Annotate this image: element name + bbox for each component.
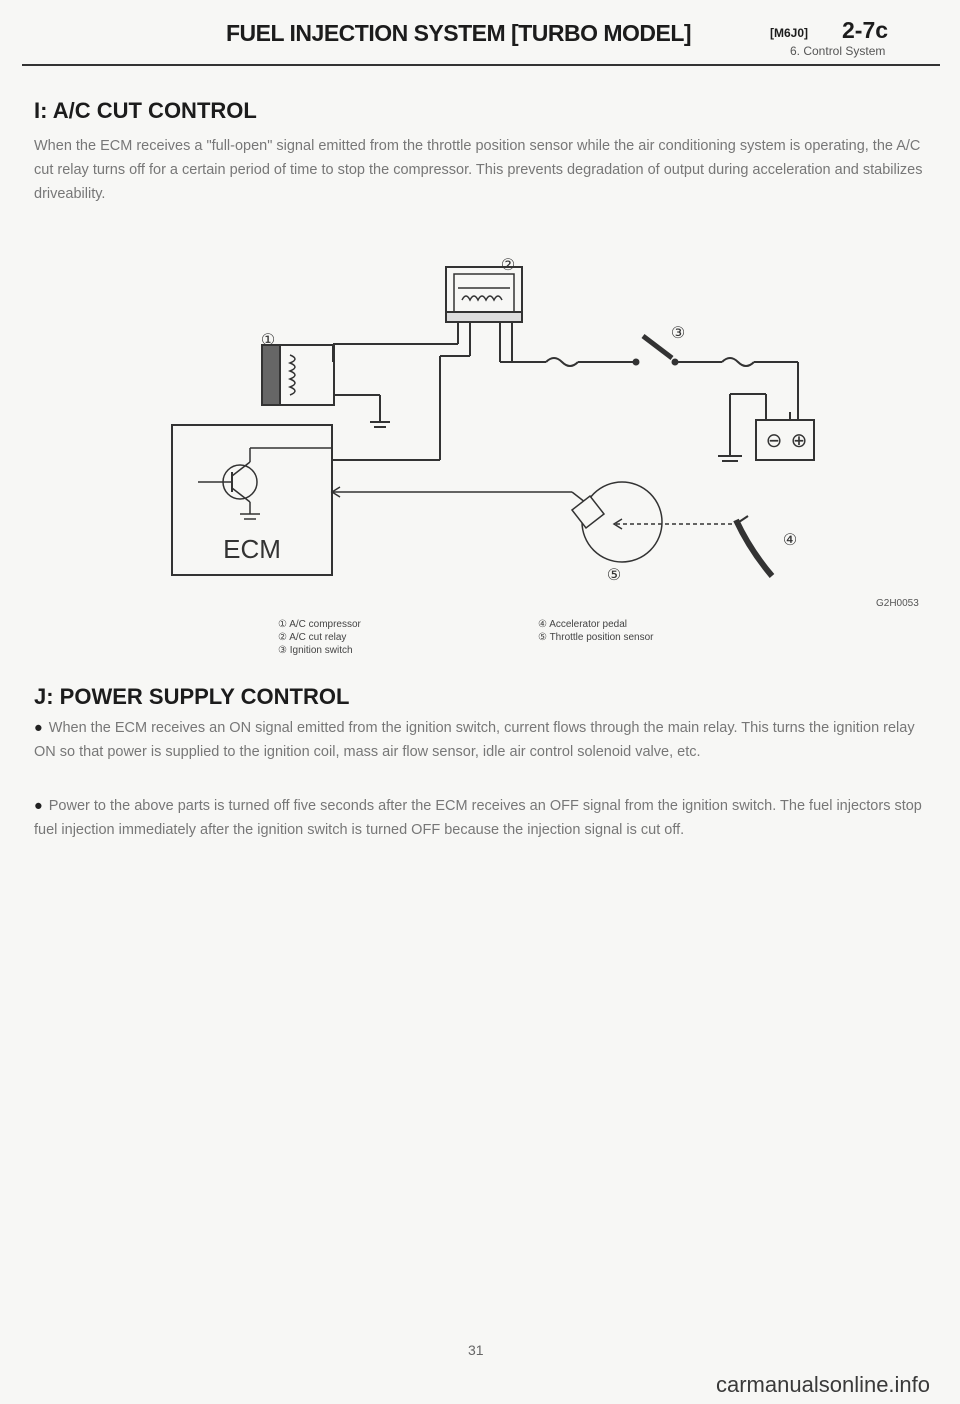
ac-cut-wiring-diagram: ① ② ③ ④ ⑤ ECM ⊖ ⊕ <box>171 257 815 584</box>
bullet-text: When the ECM receives an ON signal emitt… <box>34 720 915 760</box>
diagram-legend-right: ④ Accelerator pedal ⑤ Throttle position … <box>538 618 654 644</box>
compressor-clutch-coil-icon <box>287 354 296 396</box>
battery-minus: ⊖ <box>766 430 783 452</box>
section-heading-power-supply: J: POWER SUPPLY CONTROL <box>34 684 350 709</box>
ecm-label: ECM <box>223 534 281 564</box>
header-page-ref: 2-7c <box>842 17 889 43</box>
battery-plus: ⊕ <box>791 430 808 452</box>
callout-2: ② <box>501 257 515 274</box>
section-paragraph-ac-cut: When the ECM receives a "full-open" sign… <box>34 138 923 202</box>
watermark: carmanualsonline.info <box>716 1372 931 1397</box>
callout-4: ④ <box>783 532 797 549</box>
bullet-text: Power to the above parts is turned off f… <box>34 798 922 838</box>
ignition-switch-icon <box>641 334 674 360</box>
battery-box <box>755 419 815 461</box>
section-heading-ac-cut: I: A/C CUT CONTROL <box>34 98 257 123</box>
callout-5: ⑤ <box>607 567 621 584</box>
accelerator-pedal-icon <box>733 518 775 578</box>
diagram-legend-left: ① A/C compressor ② A/C cut relay ③ Ignit… <box>278 618 361 657</box>
legend-item: ③ Ignition switch <box>278 645 353 656</box>
bullet-item: ●Power to the above parts is turned off … <box>34 794 932 842</box>
ecm-box <box>171 424 333 576</box>
figure-code: G2H0053 <box>876 598 919 609</box>
header-code: [M6J0] <box>770 26 809 40</box>
callout-1: ① <box>261 332 275 349</box>
legend-item: ⑤ Throttle position sensor <box>538 632 654 643</box>
header-subtitle: 6. Control System <box>790 44 886 58</box>
bullet-item: ●When the ECM receives an ON signal emit… <box>34 716 932 764</box>
header-rule <box>22 64 940 66</box>
ac-cut-relay-inner <box>453 273 515 313</box>
bullet-dot: ● <box>34 798 43 814</box>
relay-coil-icon <box>461 295 503 302</box>
fuse-icon-1 <box>545 357 579 367</box>
callout-3: ③ <box>671 325 685 342</box>
bullet-dot: ● <box>34 720 43 736</box>
header-title: FUEL INJECTION SYSTEM [TURBO MODEL] <box>226 20 692 46</box>
legend-item: ④ Accelerator pedal <box>538 619 628 630</box>
legend-item: ② A/C cut relay <box>278 632 347 643</box>
legend-item: ① A/C compressor <box>278 619 361 630</box>
page-number: 31 <box>468 1342 484 1358</box>
fuse-icon-2 <box>721 357 755 367</box>
